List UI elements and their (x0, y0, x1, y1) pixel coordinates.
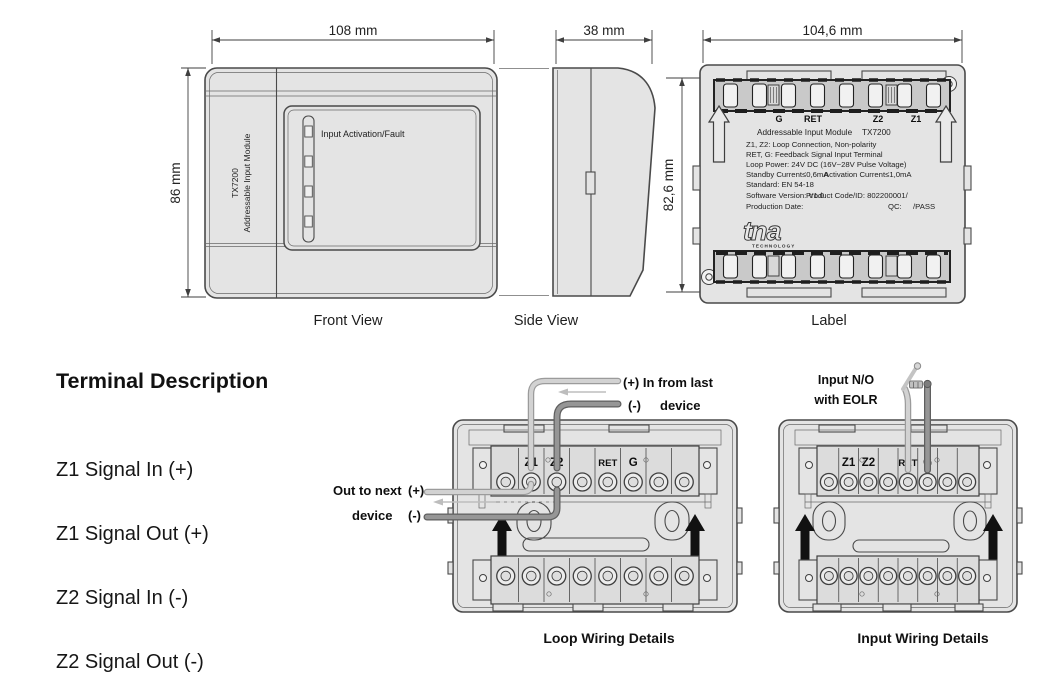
mount-slot (953, 501, 987, 541)
front-led-panel (283, 105, 481, 251)
front-module: TX7200 Addressable Input Module Input Ac… (204, 67, 498, 299)
front-height-dimension: 86 mm (168, 67, 206, 298)
side-clip-notch (585, 171, 596, 195)
terminal-description-block: Z1 Signal In (+) Z1 Signal Out (+) Z2 Si… (56, 417, 251, 686)
label-view-caption: Label (811, 313, 847, 329)
front-view-caption: Front View (313, 313, 383, 329)
label-line-ret: RET, G: Feedback Signal Input Terminal (746, 150, 883, 159)
loop-out-minus-label: (-) (408, 508, 421, 523)
label-line-production: Production Date: (746, 202, 803, 211)
side-width-dim-label: 38 mm (583, 23, 624, 38)
tna-logo-subtitle: TECHNOLOGY (752, 244, 795, 249)
label-terminal-ret: RET (804, 114, 823, 124)
side-view-caption: Side View (513, 313, 579, 329)
terminal-description-line: Z2 Signal In (-) (56, 587, 189, 610)
label-line-loop: Z1, Z2: Loop Connection, Non-polarity (746, 140, 876, 149)
label-height-dimension: 82,6 mm (661, 77, 700, 293)
label-line-power: Loop Power: 24V DC (16V~28V Pulse Voltag… (746, 160, 907, 169)
up-arrow-icon (934, 104, 958, 163)
loop-wiring-diagram: Z1 Z2 RET G (333, 375, 743, 613)
side-module (552, 67, 656, 297)
input-terminal-z1: Z1 (842, 457, 856, 469)
label-line-product: Product Code/ID: 802200001/ (806, 191, 909, 200)
eol-resistor (909, 380, 923, 389)
loop-in-minus-label: (-) (628, 398, 641, 413)
led-panel-label: Input Activation/Fault (321, 129, 405, 139)
label-terminal-z1: Z1 (911, 114, 922, 124)
up-arrow-icon (685, 514, 705, 562)
input-wiring-caption: Input Wiring Details (857, 630, 989, 646)
label-width-dimension: 104,6 mm (702, 23, 963, 63)
front-height-dim-label: 86 mm (168, 162, 183, 203)
side-width-dimension: 38 mm (555, 23, 653, 64)
up-arrow-icon (707, 104, 731, 163)
loop-wiring-caption: Loop Wiring Details (543, 630, 675, 646)
terminal-description-line: Z1 Signal In (+) (56, 458, 194, 481)
loop-module-base: Z1 Z2 RET G (447, 419, 743, 613)
led-indicator (304, 125, 313, 138)
front-model-text: TX7200 (230, 168, 240, 198)
cable-slot (522, 537, 650, 552)
label-line-standby: Standby Current≤0,6mA (746, 170, 829, 179)
label-terminal-z2: Z2 (873, 114, 884, 124)
front-model-desc-text: Addressable Input Module (242, 133, 252, 232)
up-arrow-icon (492, 514, 512, 562)
led-indicator-strip (302, 115, 315, 243)
front-model-strip-label: TX7200 Addressable Input Module (230, 133, 252, 232)
label-width-dim-label: 104,6 mm (802, 23, 862, 38)
loop-out-label-line1: Out to next (333, 483, 402, 498)
input-switch-wires (901, 362, 932, 474)
cable-slot (852, 539, 950, 553)
front-view-drawing: 108 mm 86 mm TX7200 Addressable Input Mo… (168, 23, 498, 299)
label-line-activation: Activation Current≤1,0mA (824, 170, 912, 179)
input-module-base: Z1 Z2 RET G (773, 419, 1023, 613)
front-width-dimension: 108 mm (211, 23, 495, 64)
loop-out-plus-label: (+) (408, 483, 424, 498)
loop-out-wires (423, 480, 561, 521)
label-height-dim-label: 82,6 mm (661, 159, 676, 212)
front-width-dim-label: 108 mm (329, 23, 378, 38)
label-terminal-g: G (775, 114, 782, 124)
input-switch-label-line2: with EOLR (813, 393, 877, 407)
mount-slot (812, 501, 846, 541)
input-wiring-diagram: Z1 Z2 RET G (773, 362, 1023, 613)
loop-terminal-ret: RET (598, 458, 617, 469)
loop-out-label-line2: device (352, 508, 392, 523)
led-indicator (304, 185, 313, 198)
switch-lever-tip (913, 362, 922, 370)
up-arrow-icon (983, 514, 1003, 562)
up-arrow-icon (795, 514, 815, 562)
terminal-description-line: Z2 Signal Out (-) (56, 651, 204, 674)
label-model: TX7200 (862, 128, 891, 137)
loop-in-device-label: device (660, 398, 700, 413)
loop-in-wires (527, 377, 622, 472)
label-module: G RET Z2 Z1 Addressable Input Module TX7… (692, 64, 972, 304)
mount-slot (516, 501, 552, 541)
label-title: Addressable Input Module (757, 128, 853, 137)
label-bottom-terminal-row (713, 250, 951, 284)
terminal-description-heading: Terminal Description (56, 369, 269, 393)
label-line-software: Software Version: V1.0 (746, 191, 824, 200)
loop-terminal-g: G (629, 457, 638, 469)
mount-slot (654, 501, 690, 541)
input-switch-label-line1: Input N/O (818, 373, 875, 387)
led-indicator (304, 155, 313, 168)
label-line-standard: Standard: EN 54-18 (746, 180, 814, 189)
label-view-drawing: 104,6 mm 82,6 mm (661, 23, 972, 304)
switch-lever (901, 366, 918, 391)
label-top-terminal-row (713, 78, 951, 113)
terminal-description-line: Z1 Signal Out (+) (56, 523, 209, 546)
input-terminal-z2: Z2 (862, 457, 875, 469)
side-view-drawing: 38 mm (499, 23, 656, 297)
loop-in-plus-label: (+) In from last (623, 375, 714, 390)
led-indicator (304, 215, 313, 228)
wire-end (923, 379, 932, 389)
label-qc-value: /PASS (913, 202, 935, 211)
label-qc: QC: (888, 202, 902, 211)
tna-logo: tna (743, 216, 781, 246)
